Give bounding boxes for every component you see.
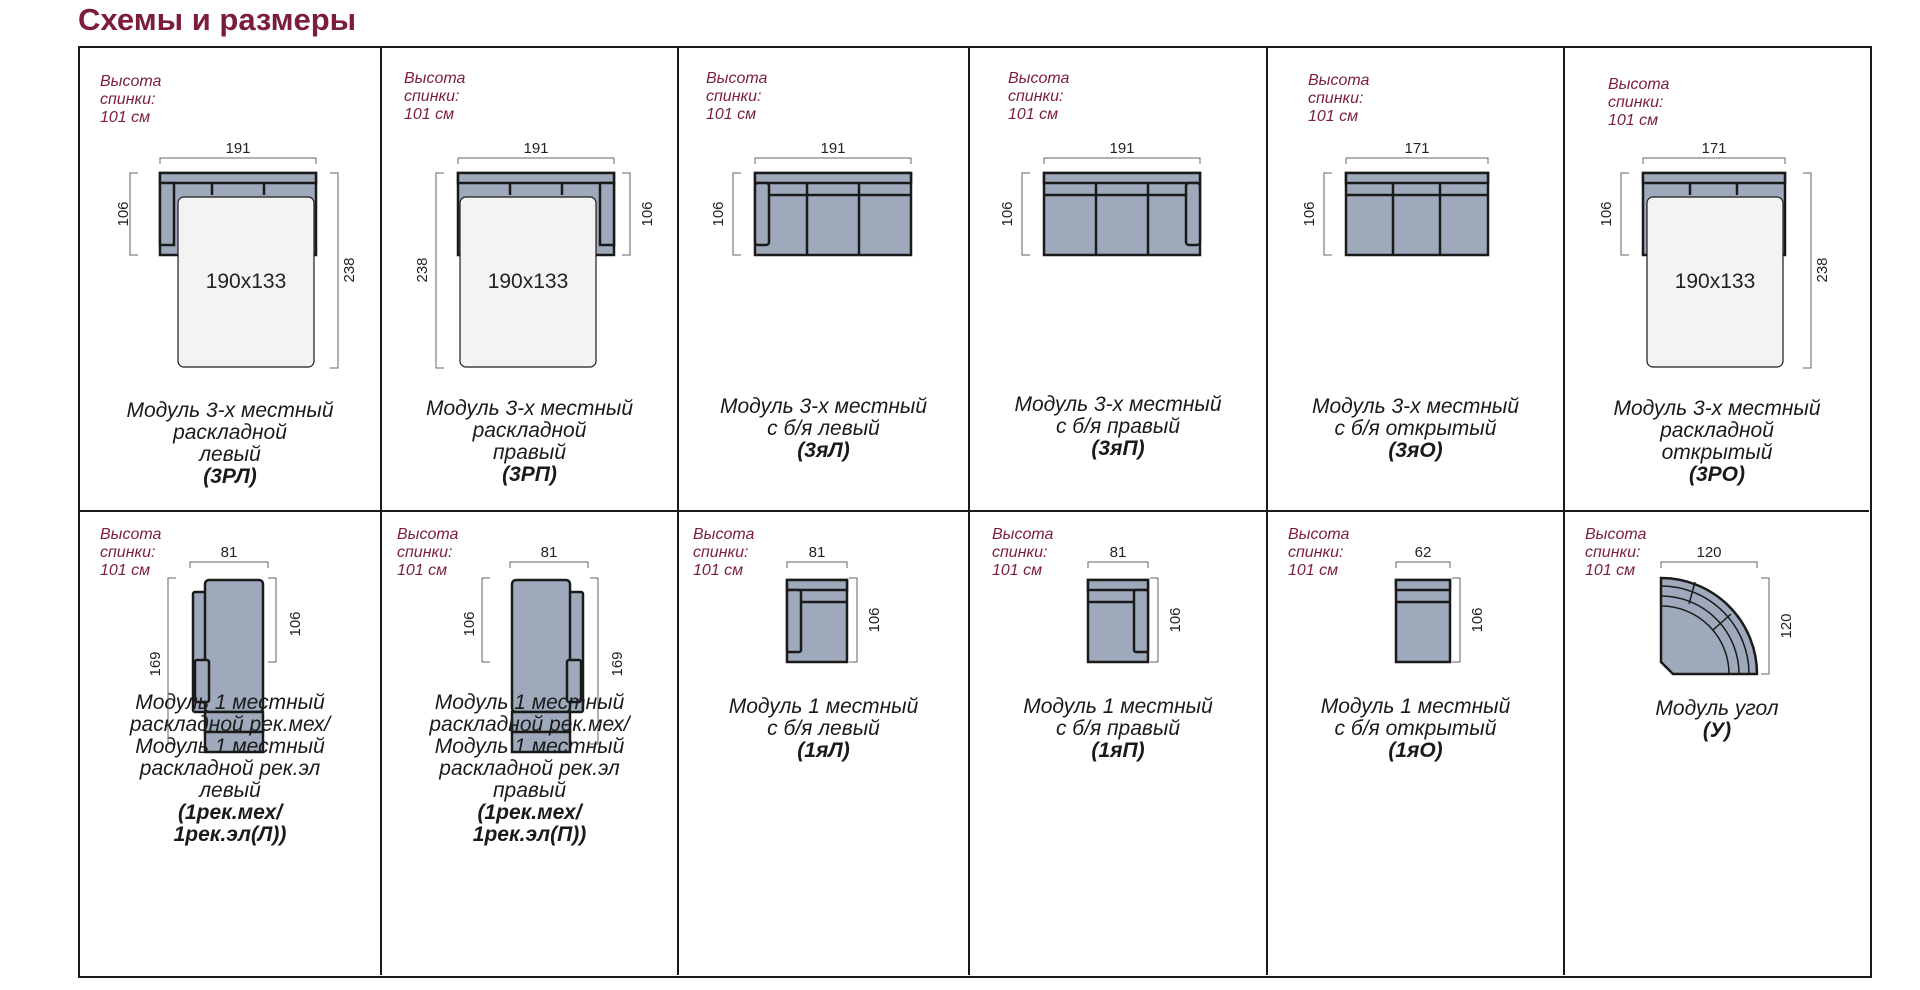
module-caption: Модуль 1 местный раскладной рек.мех/ Мод… (80, 692, 380, 846)
module-cell-3yap: Высота спинки: 101 см 191 106 Модуль 3-х… (970, 48, 1268, 512)
modules-grid: Высота спинки: 101 см 191 106 238 190x13… (78, 46, 1872, 978)
sleep-size-label: 190x133 (206, 270, 287, 293)
height-label: 120 (1778, 613, 1795, 638)
back-height-note: Высота спинки: 101 см (1008, 70, 1070, 123)
height-label: 106 (115, 201, 132, 226)
back-height-note: Высота спинки: 101 см (1288, 526, 1350, 579)
height-label: 106 (999, 201, 1016, 226)
depth-label: 169 (147, 651, 164, 676)
module-cell-3rl: Высота спинки: 101 см 191 106 238 190x13… (80, 48, 382, 512)
height-label: 106 (461, 611, 478, 636)
back-height-note: Высота спинки: 101 см (1585, 526, 1647, 579)
module-diagram-3yao: 171 106 (1301, 140, 1490, 257)
width-label: 81 (1110, 544, 1127, 561)
width-label: 62 (1415, 544, 1432, 561)
height-label: 106 (287, 611, 304, 636)
module-caption: Модуль 3-х местный раскладной правый (3Р… (382, 398, 677, 486)
page-title: Схемы и размеры (78, 2, 357, 37)
module-caption: Модуль 1 местный с б/я левый (1яЛ) (679, 696, 968, 762)
module-code: (1яО) (1388, 739, 1443, 762)
back-height-note: Высота спинки: 101 см (1608, 76, 1670, 129)
module-cell-1rek-p: Высота спинки: 101 см 81 106 169 Модуль … (382, 512, 679, 975)
module-caption: Модуль 3-х местный с б/я правый (3яП) (970, 394, 1266, 460)
module-cell-3yal: Высота спинки: 101 см 191 106 Модуль 3-х… (679, 48, 970, 512)
back-height-note: Высота спинки: 101 см (992, 526, 1054, 579)
module-caption: Модуль 3-х местный раскладной открытый (… (1565, 398, 1869, 486)
height-label: 106 (866, 607, 883, 632)
height-label: 106 (639, 201, 656, 226)
back-height-note: Высота спинки: 101 см (100, 526, 162, 579)
module-code: (3яО) (1388, 439, 1443, 462)
width-label: 81 (221, 544, 238, 561)
module-cell-1yao: Высота спинки: 101 см 62 106 Модуль 1 ме… (1268, 512, 1565, 975)
height-label: 106 (1167, 607, 1184, 632)
back-height-note: Высота спинки: 101 см (100, 73, 162, 126)
module-cell-u: Высота спинки: 101 см 120 120 Модуль (1565, 512, 1869, 975)
module-diagram-3ro: 171 106 238 190x133 (1598, 140, 1831, 369)
depth-label: 238 (341, 257, 358, 282)
module-cell-1yap: Высота спинки: 101 см 81 106 Модуль 1 ме… (970, 512, 1268, 975)
depth-label: 238 (1814, 257, 1831, 282)
module-caption: Модуль 3-х местный раскладной левый (3РЛ… (80, 400, 380, 488)
width-label: 171 (1701, 140, 1726, 157)
height-label: 106 (710, 201, 727, 226)
module-code: (3яЛ) (797, 439, 850, 462)
module-code: (1яЛ) (797, 739, 850, 762)
width-label: 81 (541, 544, 558, 561)
module-code: (1рек.мех/ (477, 801, 582, 824)
module-diagram-1yal: 81 106 (785, 544, 883, 664)
module-cell-3rp: Высота спинки: 101 см 191 238 106 190x13… (382, 48, 679, 512)
module-cell-3ro: Высота спинки: 101 см 171 106 238 190x13… (1565, 48, 1869, 512)
module-code: (3РО) (1688, 463, 1745, 486)
module-diagram-3rl: 191 106 238 190x133 (115, 140, 358, 369)
width-label: 191 (225, 140, 250, 157)
module-code: (3РП) (502, 463, 557, 486)
module-code: (3яП) (1091, 437, 1145, 460)
width-label: 191 (523, 140, 548, 157)
back-height-note: Высота спинки: 101 см (706, 70, 768, 123)
depth-label: 169 (609, 651, 626, 676)
width-label: 191 (1109, 140, 1134, 157)
module-diagram-1yap: 81 106 (1086, 544, 1184, 664)
module-diagram-corner: 120 120 (1659, 544, 1795, 676)
module-code: (3РЛ) (203, 465, 257, 488)
width-label: 81 (809, 544, 826, 561)
height-label: 106 (1598, 201, 1615, 226)
module-diagram-1rek-l: 81 169 106 (147, 544, 304, 754)
width-label: 191 (820, 140, 845, 157)
module-caption: Модуль 1 местный раскладной рек.мех/ Мод… (382, 692, 677, 846)
module-diagram-1yao: 62 106 (1394, 544, 1486, 664)
module-caption: Модуль 3-х местный с б/я открытый (3яО) (1268, 396, 1563, 462)
width-label: 120 (1696, 544, 1721, 561)
module-caption: Модуль 1 местный с б/я правый (1яП) (970, 696, 1266, 762)
module-caption: Модуль 1 местный с б/я открытый (1яО) (1268, 696, 1563, 762)
module-diagram-1rek-p: 81 106 169 (461, 544, 626, 754)
height-label: 106 (1301, 201, 1318, 226)
back-height-note: Высота спинки: 101 см (693, 526, 755, 579)
back-height-note: Высота спинки: 101 см (404, 70, 466, 123)
sleep-size-label: 190x133 (1675, 270, 1756, 293)
sleep-size-label: 190x133 (488, 270, 569, 293)
module-cell-1rek-l: Высота спинки: 101 см 81 169 106 Модуль … (80, 512, 382, 975)
module-code: (1яП) (1091, 739, 1145, 762)
module-diagram-3yap: 191 106 (999, 140, 1202, 257)
width-label: 171 (1404, 140, 1429, 157)
module-caption: Модуль 3-х местный с б/я левый (3яЛ) (679, 396, 968, 462)
module-code: (1рек.мех/ (177, 801, 283, 824)
back-height-note: Высота спинки: 101 см (1308, 72, 1370, 125)
module-cell-3yao: Высота спинки: 101 см 171 106 Модуль 3-х… (1268, 48, 1565, 512)
height-label: 106 (1469, 607, 1486, 632)
back-height-note: Высота спинки: 101 см (397, 526, 459, 579)
module-diagram-3rp: 191 238 106 190x133 (414, 140, 656, 369)
depth-label: 238 (414, 257, 431, 282)
module-diagram-3yal: 191 106 (710, 140, 913, 257)
module-cell-1yal: Высота спинки: 101 см 81 106 Модуль 1 ме… (679, 512, 970, 975)
module-code: (У) (1702, 719, 1732, 742)
module-caption: Модуль угол (У) (1565, 698, 1869, 742)
